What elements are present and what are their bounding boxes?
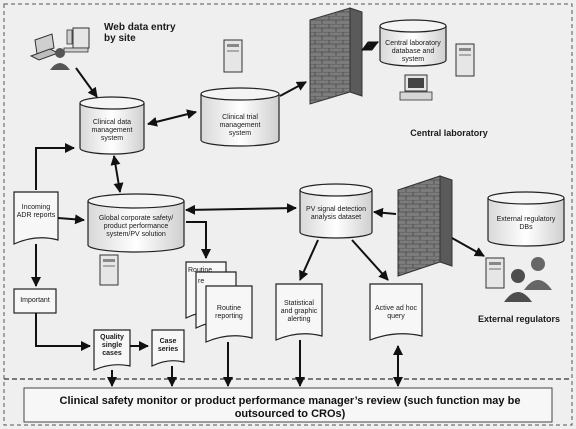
arrow-adr-global: [57, 214, 85, 225]
laptop-icon: [29, 33, 60, 61]
active-adhoc-document: [369, 283, 423, 341]
important-box: [13, 288, 57, 314]
global-safety-label: Global corporate safety/ product perform…: [98, 215, 174, 238]
case-series-document: [151, 329, 185, 367]
central-lab-db-label: Central laboratory database and system: [385, 40, 441, 63]
arrow-firewall-external: [451, 237, 485, 257]
routine-back2-label: re: [198, 278, 205, 285]
server-icon: [455, 43, 475, 77]
routine-reporting-label: Routine reporting: [215, 305, 243, 320]
arrow-pv-adhoc: [351, 239, 389, 281]
arrow-important-quality: [35, 313, 91, 351]
external-regulators-label: External regulators: [477, 314, 561, 324]
routine-reporting-stack: [185, 261, 253, 343]
server-icon: [223, 39, 243, 73]
case-series-label: Case series: [157, 338, 179, 353]
external-regulatory-label: External regulatory DBs: [496, 216, 556, 231]
arrow-global-pv: [185, 203, 297, 215]
arrow-adr-cdms: [35, 143, 75, 190]
statistical-alerting-label: Statistical and graphic alerting: [280, 300, 318, 323]
pv-signal-cylinder: [299, 183, 373, 239]
outer-dashed-border: [3, 3, 573, 426]
incoming-adr-document: [13, 191, 59, 245]
quality-single-cases-document: [93, 329, 131, 371]
arrow-firewall-lab: [361, 41, 379, 51]
server-icon: [99, 254, 119, 286]
regulator-person-icon: [504, 269, 532, 302]
desktop-computer-icon: [399, 74, 433, 101]
firewall-middle-icon: [397, 175, 453, 277]
clinical-data-mgmt-cylinder: [79, 96, 145, 155]
routine-back-label: Routine: [188, 267, 213, 274]
active-adhoc-label: Active ad hoc query: [374, 305, 418, 320]
desktop-computer-icon: [63, 27, 90, 53]
clinical-trial-mgmt-cylinder: [200, 87, 280, 147]
external-regulatory-cylinder: [487, 191, 565, 247]
arrow-cdms-ctms: [147, 109, 197, 127]
flow-arrows: [31, 41, 485, 387]
clinical-data-mgmt-label: Clinical data management system: [91, 119, 133, 142]
review-box: [23, 387, 553, 423]
arrow-cdms-global: [110, 155, 124, 193]
quality-single-cases-label: Quality single cases: [100, 334, 124, 357]
clinical-trial-mgmt-label: Clinical trial management system: [219, 114, 261, 137]
pv-signal-label: PV signal detection analysis dataset: [306, 206, 366, 221]
incoming-adr-label: Incoming ADR reports: [16, 204, 56, 219]
arrow-pv-firewall: [373, 207, 397, 218]
firewall-top-icon: [309, 7, 363, 105]
web-data-entry-label: Web data entry by site: [104, 22, 176, 44]
arrow-global-routine: [186, 221, 211, 259]
arrow-web-to-cdms: [75, 67, 98, 98]
central-laboratory-label: Central laboratory: [410, 128, 488, 138]
server-icon: [485, 257, 505, 289]
user-person-icon: [50, 48, 70, 70]
statistical-alerting-document: [275, 283, 323, 341]
review-footer-text: Clinical safety monitor or product perfo…: [59, 395, 521, 420]
arrow-ctms-firewall: [279, 81, 307, 97]
regulator-person-icon: [524, 257, 552, 290]
global-safety-cylinder: [87, 193, 185, 253]
important-label: Important: [20, 297, 50, 304]
central-lab-db-cylinder: [379, 19, 447, 67]
arrow-pv-statistical: [299, 239, 319, 281]
